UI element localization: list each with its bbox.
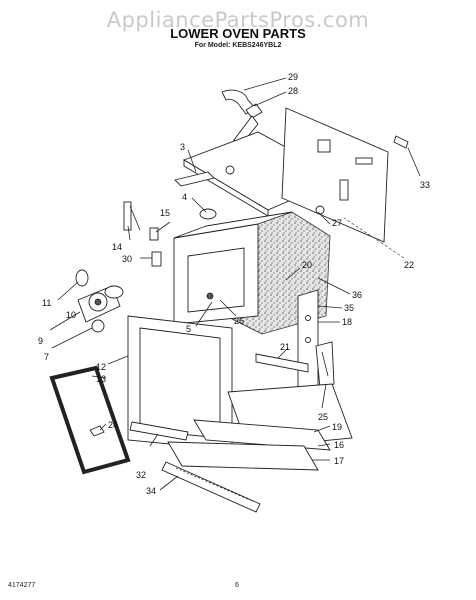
callout-26: 26 bbox=[234, 316, 244, 326]
callout-3: 3 bbox=[180, 142, 185, 152]
callout-22: 22 bbox=[404, 260, 414, 270]
callout-14: 14 bbox=[112, 242, 122, 252]
callout-10: 10 bbox=[66, 310, 76, 320]
screw-part[interactable] bbox=[89, 425, 105, 437]
callout-33: 33 bbox=[420, 180, 430, 190]
oven-light-assembly-part[interactable] bbox=[75, 269, 124, 333]
rear-panel-part[interactable] bbox=[281, 107, 389, 243]
door-gasket-part[interactable] bbox=[49, 365, 131, 475]
callout-15: 15 bbox=[160, 208, 170, 218]
callout-9: 9 bbox=[38, 336, 43, 346]
callout-12: 12 bbox=[96, 362, 106, 372]
leader-lines bbox=[49, 77, 421, 491]
callout-16: 16 bbox=[334, 440, 344, 450]
callout-25: 25 bbox=[318, 412, 328, 422]
page-number: 6 bbox=[235, 582, 239, 589]
callout-17: 17 bbox=[334, 456, 344, 466]
callout-28: 28 bbox=[288, 86, 298, 96]
callout-11: 11 bbox=[42, 298, 51, 308]
side-bracket-part[interactable] bbox=[297, 289, 319, 395]
callout-18: 18 bbox=[342, 317, 352, 327]
callout-4: 4 bbox=[182, 192, 187, 202]
callout-29: 29 bbox=[288, 72, 298, 82]
sensor-cluster-part[interactable] bbox=[123, 201, 217, 267]
watermark: AppliancePartsPros.com bbox=[106, 8, 370, 32]
page-title: LOWER OVEN PARTS bbox=[170, 26, 306, 41]
rail-part[interactable] bbox=[255, 353, 309, 373]
callout-7: 7 bbox=[44, 352, 49, 362]
callout-19: 19 bbox=[332, 422, 342, 432]
callout-36: 36 bbox=[352, 290, 362, 300]
document-number: 4174277 bbox=[8, 582, 36, 589]
callout-20: 20 bbox=[302, 260, 312, 270]
callout-21: 21 bbox=[280, 342, 290, 352]
callout-35: 35 bbox=[344, 303, 354, 313]
trim-part[interactable] bbox=[129, 421, 189, 441]
bracket-part[interactable] bbox=[393, 135, 409, 149]
bottom-panel-part[interactable] bbox=[167, 383, 353, 471]
callout-numbers: 29 28 3 33 4 15 14 30 27 22 20 36 35 18 … bbox=[38, 72, 430, 496]
vent-grille-part[interactable] bbox=[161, 461, 261, 513]
callout-32: 32 bbox=[136, 470, 146, 480]
callout-34: 34 bbox=[146, 486, 156, 496]
callout-5: 5 bbox=[186, 324, 191, 334]
hinge-receptacle-part[interactable] bbox=[315, 341, 335, 389]
model-subtitle: For Model: KEBS246YBL2 bbox=[194, 42, 282, 49]
callout-30: 30 bbox=[122, 254, 132, 264]
front-frame-part[interactable] bbox=[127, 315, 233, 451]
callout-13: 13 bbox=[96, 374, 106, 384]
callout-24: 24 bbox=[108, 420, 118, 430]
callout-27: 27 bbox=[332, 218, 342, 228]
